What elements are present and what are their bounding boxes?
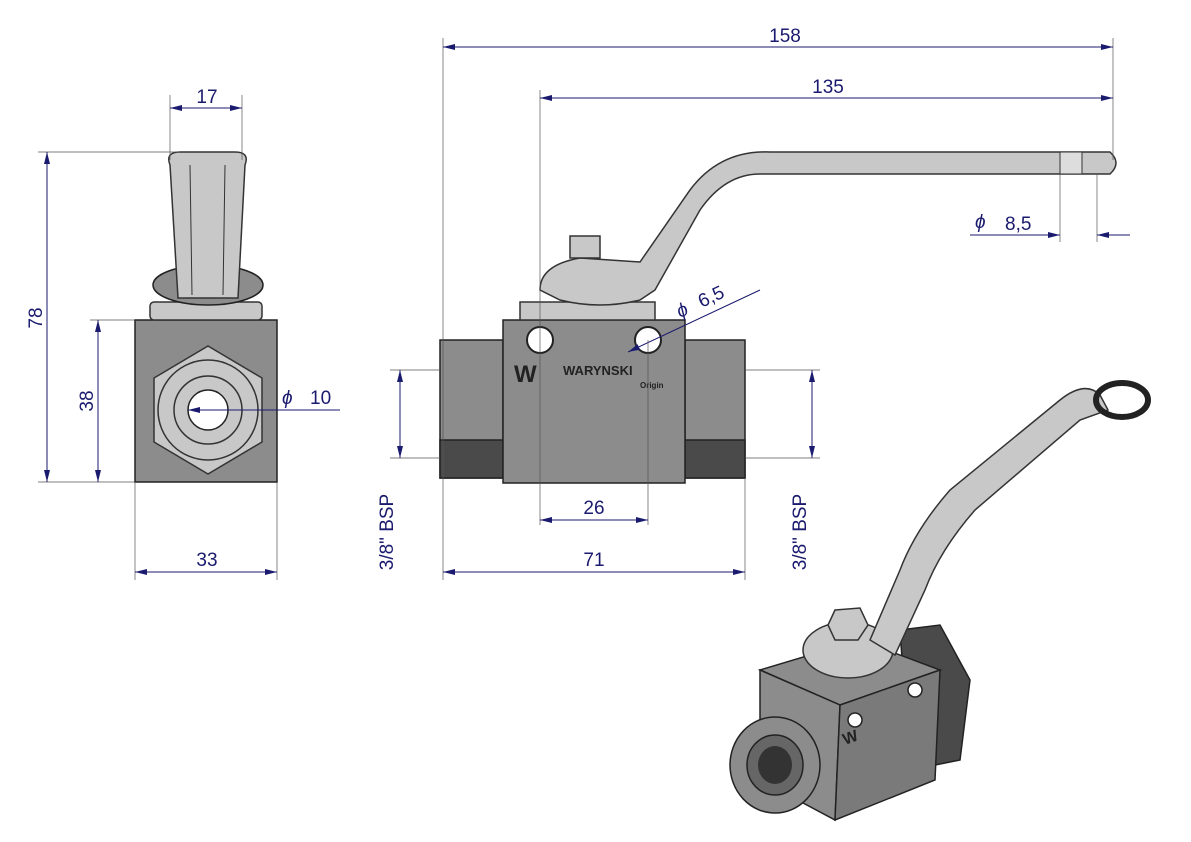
iso-handle <box>869 387 1110 657</box>
side-dimensions: 17 78 38 ϕ 10 33 <box>26 87 340 580</box>
dim-bore-diameter: 10 <box>310 388 331 409</box>
dim-thread-left: 3/8" BSP <box>377 494 398 570</box>
isometric-view: W <box>729 380 1151 822</box>
dim-body-width: 33 <box>196 550 217 571</box>
dim-thread-right: 3/8" BSP <box>790 494 811 570</box>
iso-body-side <box>834 668 941 822</box>
dim-total-length: 158 <box>769 26 801 47</box>
logo-brand: WARYNSKI <box>563 363 633 378</box>
dim-handle-length: 135 <box>812 77 844 98</box>
diameter-symbol: ϕ <box>975 212 986 233</box>
dim-line-mount-hole <box>627 289 761 353</box>
diameter-symbol: ϕ <box>282 388 293 409</box>
stem-nut <box>569 235 601 259</box>
side-view <box>134 151 278 483</box>
dim-body-length: 71 <box>583 550 604 571</box>
iso-handle-ring <box>1093 380 1151 420</box>
front-handle <box>539 151 1117 306</box>
handle-hole <box>1059 151 1083 175</box>
dim-handle-hole: 8,5 <box>1005 214 1031 235</box>
diameter-symbol: ϕ <box>673 299 691 323</box>
front-dimensions: 158 135 ϕ 8,5 ϕ 6,5 26 71 3/8" BSP 3/8" … <box>377 26 1130 580</box>
logo-mark: W <box>514 361 537 388</box>
dim-handle-width: 17 <box>196 87 217 108</box>
iso-logo-mark: W <box>841 727 862 748</box>
dim-hole-spacing: 26 <box>583 498 604 519</box>
iso-stem-nut <box>827 607 869 641</box>
front-view: W WARYNSKI Origin <box>439 151 1117 484</box>
dim-body-height: 38 <box>77 390 98 411</box>
logo: W WARYNSKI Origin <box>514 361 664 390</box>
side-handle <box>168 151 247 299</box>
dim-total-height: 78 <box>26 307 47 328</box>
logo-sub: Origin <box>640 381 664 390</box>
